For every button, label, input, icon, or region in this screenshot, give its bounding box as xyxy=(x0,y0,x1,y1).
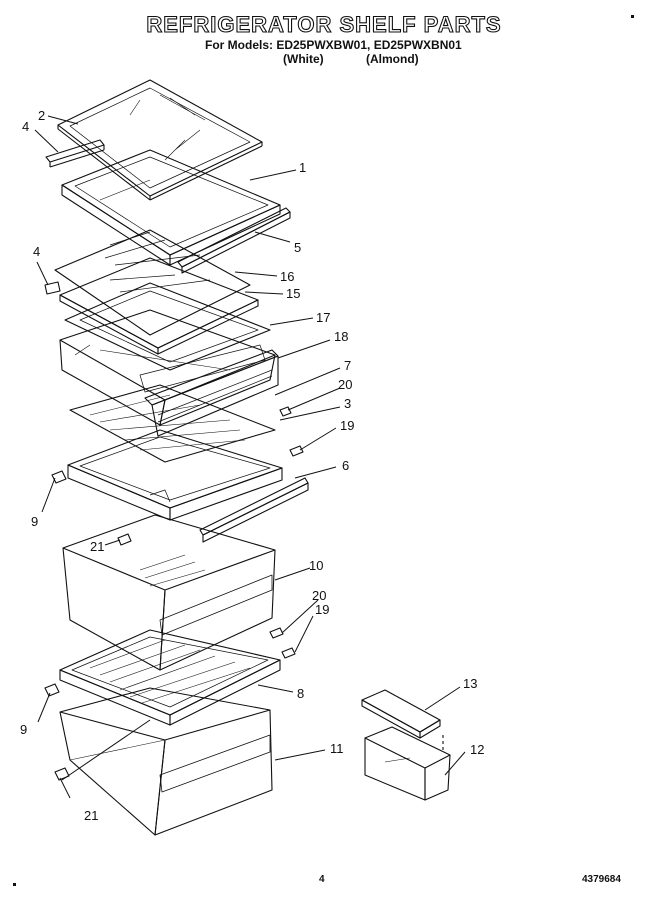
color-white: (White) xyxy=(283,52,324,66)
callout-1: 1 xyxy=(299,160,306,175)
leader-lines xyxy=(34,115,466,799)
callout-6: 6 xyxy=(342,458,349,473)
callout-labels: 2 4 1 5 4 16 15 17 18 7 20 3 19 6 9 21 1… xyxy=(20,108,484,823)
callout-13: 13 xyxy=(463,676,477,691)
trim-strip-6 xyxy=(199,477,309,543)
hardware xyxy=(44,406,304,781)
callout-8: 8 xyxy=(297,686,304,701)
upper-crisper-pan xyxy=(59,309,276,426)
color-almond: (Almond) xyxy=(366,52,419,66)
lower-shelf-frame xyxy=(67,429,283,521)
callout-11: 11 xyxy=(330,741,344,756)
trim-strip-upper xyxy=(45,139,105,168)
callout-9: 9 xyxy=(20,722,27,737)
corner-mark xyxy=(631,15,634,18)
callout-15: 15 xyxy=(286,286,300,301)
callout-17: 17 xyxy=(316,310,330,325)
callout-19: 19 xyxy=(315,602,329,617)
callout-20: 20 xyxy=(312,588,326,603)
lid-frame xyxy=(64,282,271,371)
callout-12: 12 xyxy=(470,742,484,757)
corner-mark xyxy=(13,883,16,886)
drawer-front-7 xyxy=(144,349,279,437)
callout-4: 4 xyxy=(22,119,29,134)
callout-19: 19 xyxy=(340,418,354,433)
callout-7: 7 xyxy=(344,358,351,373)
lower-drawer xyxy=(59,687,273,836)
doc-number: 4379684 xyxy=(582,874,621,885)
shelf-frame xyxy=(61,149,281,266)
callout-18: 18 xyxy=(334,329,348,344)
page-number: 4 xyxy=(319,874,325,885)
glass-shelf-mid xyxy=(69,384,276,463)
crisper-lid-glass xyxy=(54,229,259,355)
callout-4: 4 xyxy=(33,244,40,259)
dish-lid xyxy=(361,689,441,739)
page-title: REFRIGERATOR SHELF PARTS xyxy=(146,11,502,37)
glass-shelf-top xyxy=(57,79,263,201)
callout-3: 3 xyxy=(344,396,351,411)
callout-16: 16 xyxy=(280,269,294,284)
callout-2: 2 xyxy=(38,108,45,123)
callout-9: 9 xyxy=(31,514,38,529)
callout-21: 21 xyxy=(90,539,104,554)
callout-20: 20 xyxy=(338,377,352,392)
callout-5: 5 xyxy=(294,240,301,255)
glass-shelf-lower xyxy=(59,629,281,726)
callout-21: 21 xyxy=(84,808,98,823)
callout-10: 10 xyxy=(309,558,323,573)
clip-lower xyxy=(44,281,61,295)
dish-tray xyxy=(364,726,451,801)
models-line: For Models: ED25PWXBW01, ED25PWXBN01 xyxy=(205,38,462,52)
